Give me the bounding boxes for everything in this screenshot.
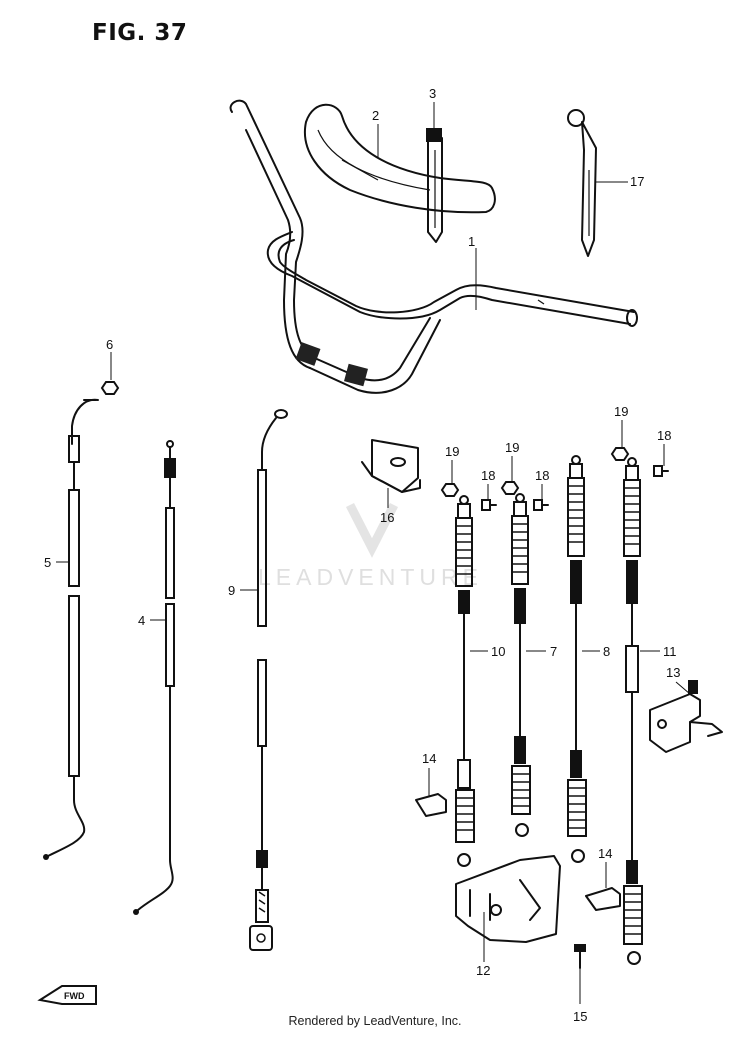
cable-5 [43,398,99,860]
cable-10 [455,495,475,867]
tie-strap [567,109,597,257]
callout-18b: 18 [535,468,549,483]
bracket-16 [361,439,421,493]
fwd-text: FWD [64,991,85,1001]
cable-4 [133,440,176,915]
clip-14a [415,793,447,817]
bolt-18a [481,499,497,511]
callout-7: 7 [550,644,557,659]
callout-2: 2 [372,108,379,123]
clamp-strap [426,128,443,243]
cable-7 [511,493,531,837]
handlebar [229,99,638,394]
bracket-12 [455,855,561,943]
cable-9 [249,409,288,951]
callout-13: 13 [666,665,680,680]
callout-8: 8 [603,644,610,659]
handlebar-pad [303,103,496,214]
cable-8 [567,455,587,863]
callout-18c: 18 [657,428,671,443]
nut-19b [500,481,520,495]
bolt-18b [533,499,549,511]
watermark-text: LEADVENTURE [258,564,483,590]
callout-19a: 19 [445,444,459,459]
bracket-13 [649,680,723,753]
callout-10: 10 [491,644,505,659]
callout-14a: 14 [422,751,436,766]
clip-14b [585,887,621,911]
nut-19c [610,447,630,461]
callout-3: 3 [429,86,436,101]
nut-19a [440,483,460,497]
fwd-arrow-icon: FWD [37,985,97,1005]
bolt-18c [653,465,669,477]
figure-title: FIG. 37 [92,20,188,46]
callout-19b: 19 [505,440,519,455]
callout-12: 12 [476,963,490,978]
callout-17: 17 [630,174,644,189]
callout-15: 15 [573,1009,587,1024]
callout-5: 5 [44,555,51,570]
nut-6 [100,381,120,395]
callout-labels: 1 2 3 4 5 6 7 8 9 10 11 12 13 14 14 15 1… [44,86,680,1024]
callout-18a: 18 [481,468,495,483]
callout-1: 1 [468,234,475,249]
callout-16: 16 [380,510,394,525]
callout-19c: 19 [614,404,628,419]
callout-9: 9 [228,583,235,598]
callout-4: 4 [138,613,145,628]
callout-6: 6 [106,337,113,352]
footer-credit: Rendered by LeadVenture, Inc. [288,1014,462,1028]
watermark: LEADVENTURE [258,502,483,590]
callout-14b: 14 [598,846,612,861]
leader-lines [56,102,691,1004]
cable-11 [623,457,643,965]
bolt-15 [574,944,586,969]
callout-11: 11 [663,644,677,659]
